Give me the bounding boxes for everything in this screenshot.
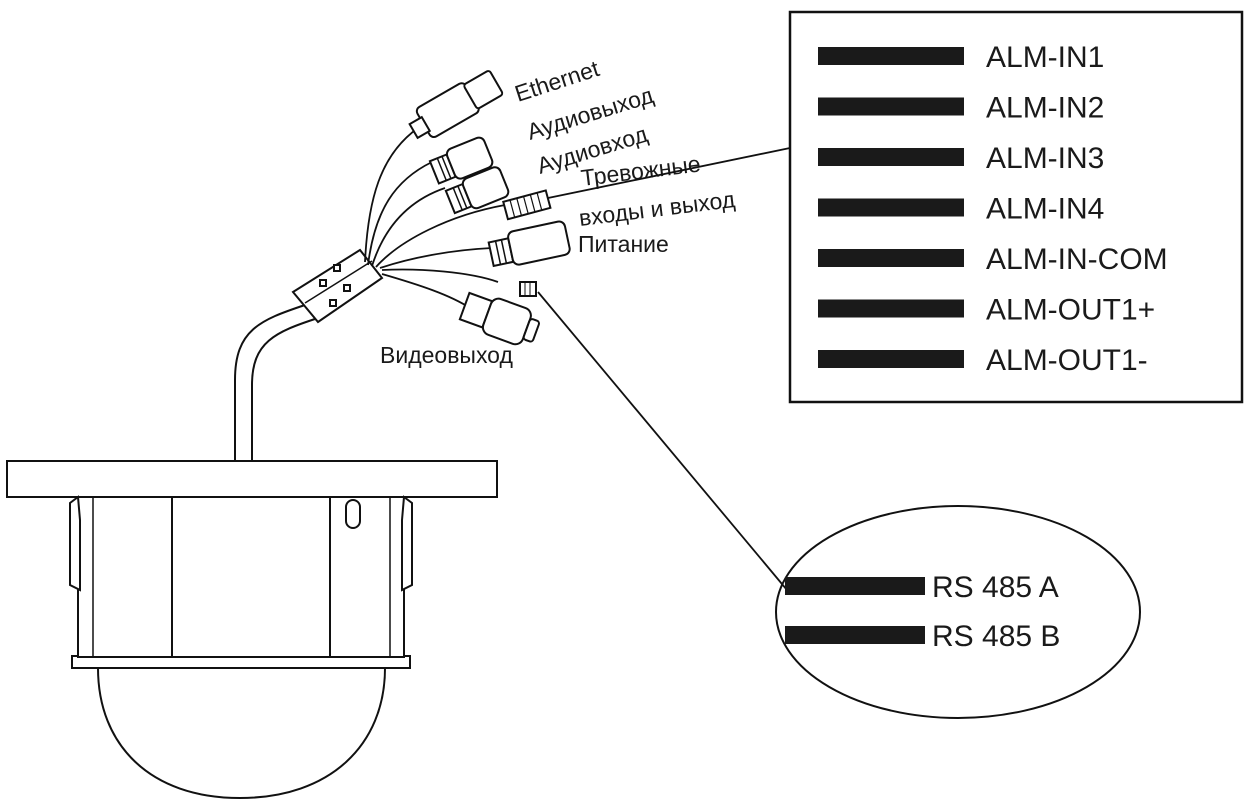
label-video-out: Видеовыход bbox=[380, 342, 513, 368]
right-clip bbox=[401, 495, 413, 592]
camera-dome bbox=[96, 667, 387, 800]
pin-label: ALM-IN-COM bbox=[986, 243, 1168, 276]
wire-bar bbox=[818, 198, 964, 217]
wire-bar bbox=[818, 299, 964, 318]
wire-bar bbox=[818, 97, 964, 116]
video-out-connector bbox=[458, 291, 540, 346]
wire-bar bbox=[818, 350, 964, 368]
pin-row: RS 485 B bbox=[785, 620, 1060, 653]
pin-label: ALM-IN3 bbox=[986, 142, 1104, 175]
mount-plate bbox=[6, 460, 498, 498]
pin-row: ALM-IN1 bbox=[818, 41, 1104, 74]
pin-label: ALM-OUT1+ bbox=[986, 294, 1155, 327]
rs485-leader-line bbox=[537, 291, 788, 591]
ethernet-connector bbox=[408, 70, 504, 140]
audio-out-connector bbox=[428, 136, 494, 185]
wire-bundle bbox=[364, 127, 506, 309]
pin-label: RS 485 B bbox=[932, 620, 1060, 653]
main-cable bbox=[234, 248, 384, 461]
pin-label: ALM-OUT1- bbox=[986, 344, 1148, 377]
audio-in-connector bbox=[444, 166, 510, 215]
wire-bar bbox=[818, 47, 964, 65]
left-clip bbox=[69, 495, 81, 592]
rs485-pin-list: RS 485 A RS 485 B bbox=[785, 571, 1060, 653]
wire-bar bbox=[818, 148, 964, 166]
pin-row: ALM-IN3 bbox=[818, 142, 1104, 175]
wire-bar bbox=[785, 577, 925, 595]
power-connector bbox=[487, 220, 571, 268]
pin-row: ALM-OUT1- bbox=[818, 344, 1148, 377]
pin-row: ALM-OUT1+ bbox=[818, 294, 1155, 327]
alarm-terminal-block bbox=[502, 189, 552, 221]
wire-bar bbox=[785, 626, 925, 644]
dome-camera bbox=[6, 460, 498, 800]
pin-label: ALM-IN1 bbox=[986, 41, 1104, 74]
alarm-leader-line bbox=[547, 147, 791, 199]
label-power: Питание bbox=[578, 231, 669, 257]
pin-label: ALM-IN4 bbox=[986, 193, 1104, 226]
label-alarm-2: входы и выход bbox=[577, 186, 737, 231]
wire-bar bbox=[818, 249, 964, 267]
pin-label: ALM-IN2 bbox=[986, 92, 1104, 125]
pin-row: ALM-IN4 bbox=[818, 193, 1104, 226]
pin-row: ALM-IN2 bbox=[818, 92, 1104, 125]
pin-row: RS 485 A bbox=[785, 571, 1059, 604]
pin-row: ALM-IN-COM bbox=[818, 243, 1168, 276]
rs485-connector bbox=[519, 281, 537, 297]
pin-label: RS 485 A bbox=[932, 571, 1059, 604]
rs485-pinout-oval: RS 485 A RS 485 B bbox=[775, 505, 1141, 719]
